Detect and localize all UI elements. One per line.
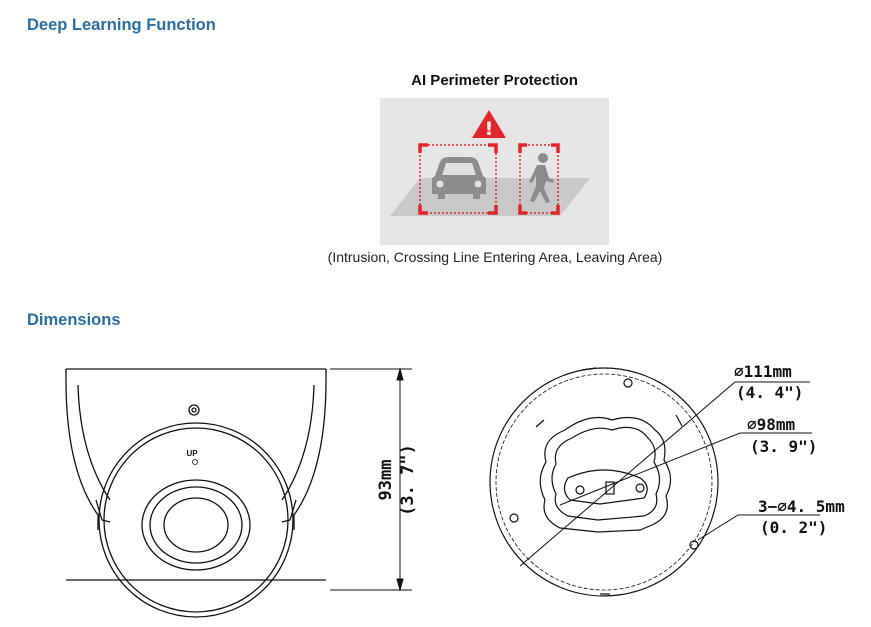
section-title-deep-learning: Deep Learning Function	[27, 16, 216, 34]
hole-diameter-mm-label: 3−∅4. 5mm	[758, 497, 845, 516]
outer-diameter-mm-label: ∅111mm	[734, 362, 792, 381]
mount-diameter-in-label: (3. 9")	[750, 437, 817, 456]
person-icon	[529, 153, 554, 203]
car-detection-box	[418, 143, 498, 215]
mount-diameter-mm-label: ∅98mm	[747, 415, 796, 434]
height-in-label: (3. 7")	[398, 444, 418, 516]
warning-glyph: !	[485, 118, 494, 140]
feature-title: AI Perimeter Protection	[411, 72, 578, 89]
person-detection-box	[518, 143, 560, 215]
up-indicator-icon	[192, 459, 198, 465]
perimeter-protection-illustration: !	[380, 98, 609, 245]
up-label: UP	[186, 449, 198, 458]
warning-icon: !	[472, 110, 506, 140]
height-dimension-line	[330, 367, 412, 592]
hole-diameter-in-label: (0. 2")	[760, 518, 827, 537]
car-icon	[432, 157, 486, 199]
height-mm-label: 93mm	[376, 460, 396, 501]
side-view-drawing	[65, 368, 327, 618]
feature-caption: (Intrusion, Crossing Line Entering Area,…	[327, 249, 663, 265]
outer-diameter-in-label: (4. 4")	[736, 383, 803, 402]
leader-lines	[519, 381, 820, 567]
section-title-dimensions: Dimensions	[27, 311, 121, 329]
dimension-drawings: UP 93mm (3. 7") ∅111mm (4. 4") ∅98mm (3	[65, 362, 845, 618]
top-view-drawing	[489, 367, 719, 597]
